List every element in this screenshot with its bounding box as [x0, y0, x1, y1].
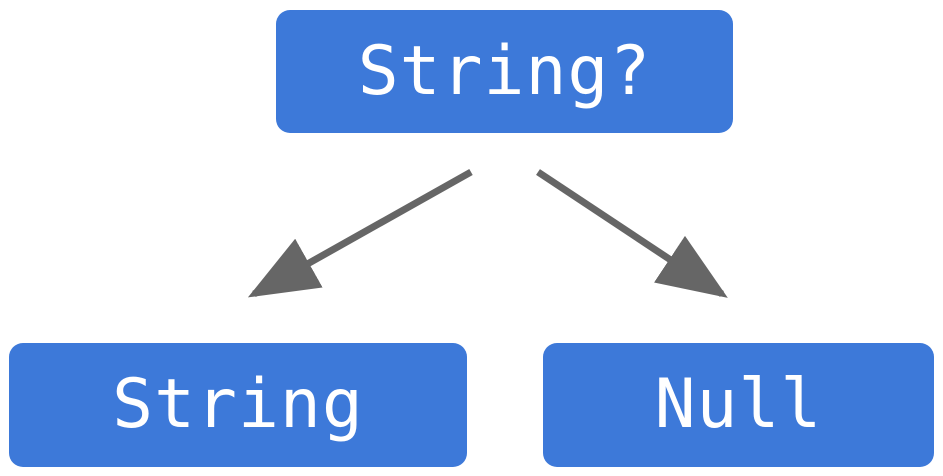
node-string: String: [9, 343, 467, 467]
node-null: Null: [543, 343, 934, 467]
edge-root-to-null: [536, 169, 728, 298]
node-nullable-string: String?: [276, 10, 733, 133]
edge-root-to-string: [247, 168, 473, 298]
node-nullable-string-label: String?: [357, 31, 652, 111]
node-string-label: String: [112, 365, 364, 444]
node-null-label: Null: [654, 365, 823, 444]
